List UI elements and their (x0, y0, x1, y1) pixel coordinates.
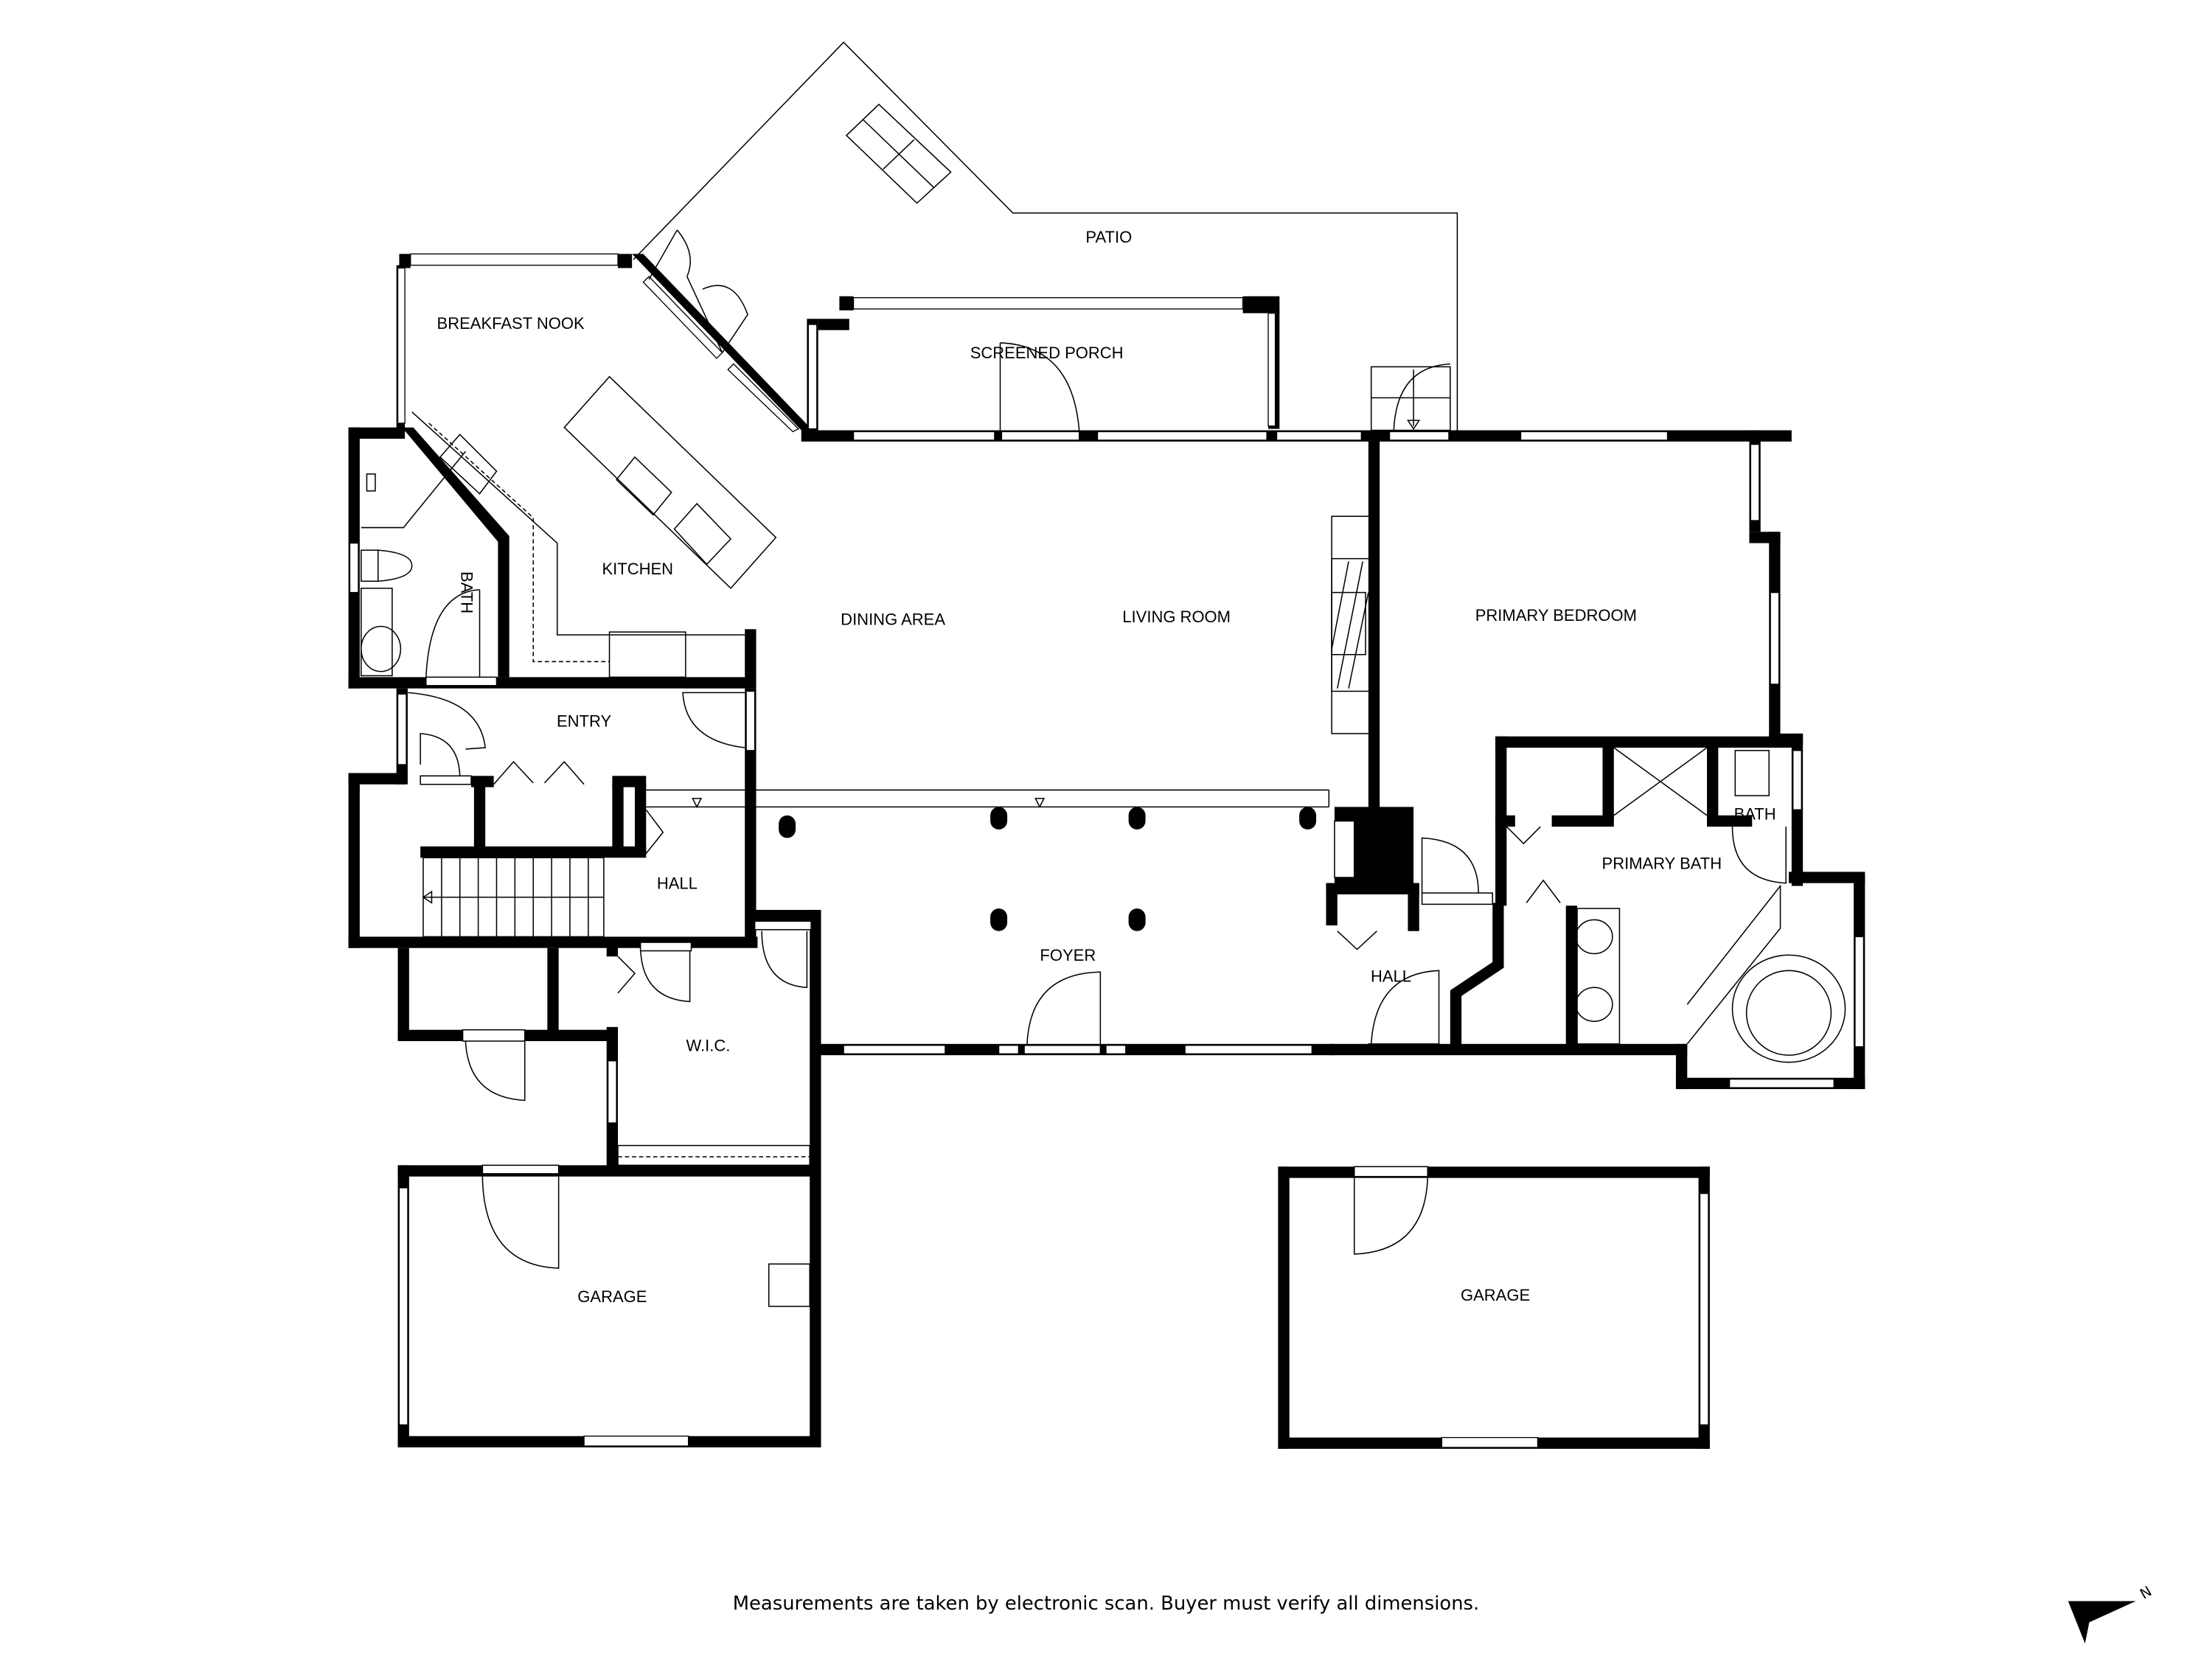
room-label-primary-bedroom: PRIMARY BEDROOM (1475, 606, 1637, 625)
room-label-foyer: FOYER (1040, 946, 1096, 964)
disclaimer-text: Measurements are taken by electronic sca… (733, 1593, 1479, 1615)
wic-closet-walls (397, 910, 821, 1172)
room-label-patio: PATIO (1085, 228, 1132, 246)
foyer-walls (779, 515, 1372, 1056)
room-label-garage: GARAGE (1461, 1286, 1530, 1304)
breakfast-nook-walls (396, 229, 813, 433)
garage-2-walls (1278, 1166, 1710, 1449)
primary-bedroom-walls (1368, 430, 1804, 886)
room-label-hall: HALL (657, 874, 698, 892)
primary-bath-walls (1326, 736, 1865, 1090)
room-label-screened-porch: SCREENED PORCH (970, 344, 1124, 362)
room-label-primary-bath: PRIMARY BATH (1602, 855, 1722, 873)
room-label-bath: BATH (1734, 805, 1776, 824)
kitchen-bath-walls (348, 375, 777, 689)
entry-hall-walls (348, 688, 1330, 948)
room-label-living-room: LIVING ROOM (1122, 608, 1231, 626)
stair-treads (441, 858, 589, 937)
room-label-hall: HALL (1371, 967, 1411, 986)
room-label-dining-area: DINING AREA (841, 611, 945, 629)
room-label-breakfast-nook: BREAKFAST NOOK (437, 314, 585, 333)
compass-label: N (2137, 1582, 2154, 1602)
patio-outline (633, 41, 1458, 432)
north-arrow-icon: N (2067, 1582, 2154, 1644)
room-label-bath: BATH (458, 571, 476, 613)
room-label-entry: ENTRY (557, 712, 611, 730)
north-wall (801, 363, 1792, 442)
garage-1-walls (397, 1164, 821, 1448)
room-label-kitchen: KITCHEN (602, 560, 674, 578)
room-label-wic: W.I.C. (686, 1036, 731, 1054)
room-label-garage: GARAGE (577, 1287, 647, 1306)
screened-porch-walls (807, 296, 1280, 432)
